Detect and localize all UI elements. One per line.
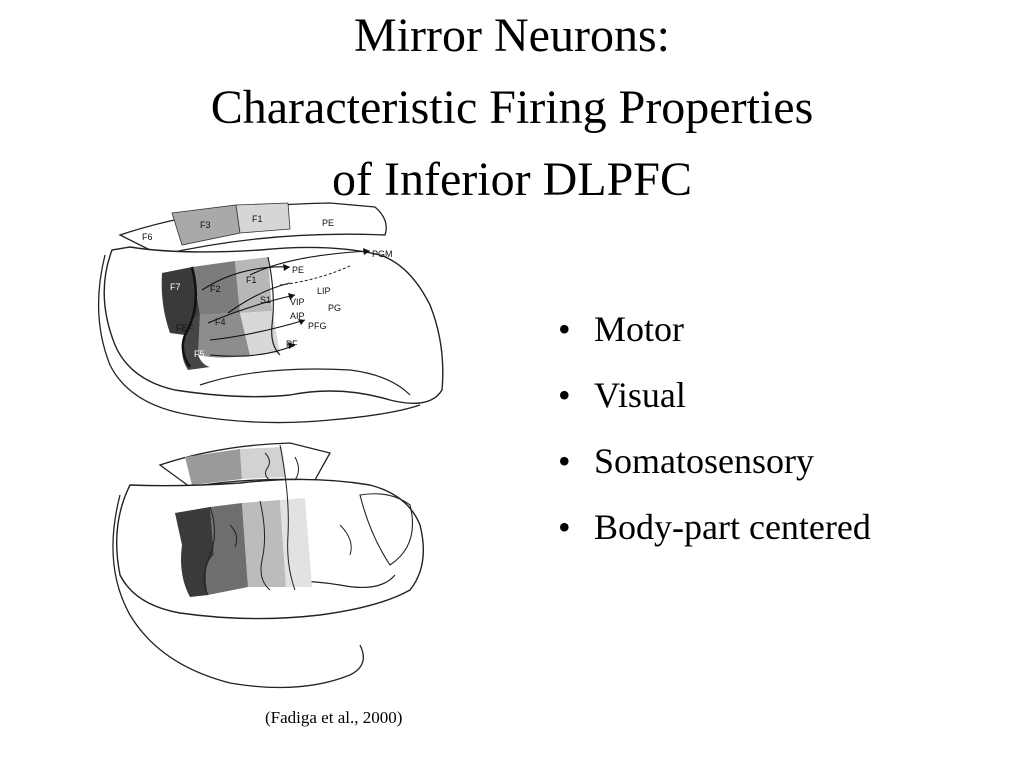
title-line-2: Characteristic Firing Properties [210,81,814,134]
area-f1-medial [235,202,291,234]
bottom-area-premotor-medium [206,503,248,595]
label-f4: F4 [215,317,226,327]
label-vip: VIP [290,297,305,307]
label-pgm: PGM [372,249,393,259]
label-aip: AIP [290,311,305,321]
label-pfg: PFG [308,321,327,331]
title-line-3: of Inferior DLPFC [332,153,692,206]
label-f6: F6 [142,232,153,242]
bullet-text: Visual [594,375,686,415]
label-pe-top: PE [322,218,334,228]
bullet-list: • Motor • Visual • Somatosensory • Body-part… [558,296,871,560]
top-brain-lateral-fissure [199,368,411,396]
bullet-marker: • [558,375,571,415]
bullet-marker: • [558,309,571,349]
label-f3: F3 [200,220,211,230]
bullet-item: • Visual [558,362,871,428]
bullet-item: • Body-part centered [558,494,871,560]
central-sulcus [267,256,281,356]
label-f1-top: F1 [252,214,263,224]
arcuate-sulcus [181,266,198,368]
label-pg: PG [328,303,341,313]
brain-diagram: F6 F3 F1 PE PGM F7 F2 F1 PE S1 LIP VIP P… [90,195,460,695]
label-f5: F5 [194,349,205,359]
label-f2: F2 [210,284,221,294]
bottom-brain-temporal-lobe [112,494,364,689]
brain-diagram-svg: F6 F3 F1 PE PGM F7 F2 F1 PE S1 LIP VIP P… [97,202,444,689]
bullet-text: Body-part centered [594,507,871,547]
bullet-text: Motor [594,309,684,349]
citation: (Fadiga et al., 2000) [265,708,403,727]
bottom-area-medial-dark [185,449,242,485]
bullet-item: • Somatosensory [558,428,871,494]
label-lip: LIP [317,286,331,296]
label-s1: S1 [260,295,271,305]
slide-title: Mirror Neurons: Characteristic Firing Pr… [0,0,1024,216]
bottom-brain-posterior-lobe [359,493,414,566]
top-brain-temporal-lobe [97,254,421,424]
connection-arrows [201,250,371,357]
area-f4 [198,313,250,358]
bullet-marker: • [558,507,571,547]
label-f7: F7 [170,282,181,292]
title-line-1: Mirror Neurons: [354,9,670,62]
label-pf: PF [286,339,298,349]
area-f2 [192,261,240,315]
bullet-item: • Motor [558,296,871,362]
bullet-text: Somatosensory [594,441,814,481]
bullet-marker: • [558,441,571,481]
area-s1 [240,311,280,355]
bottom-area-medial-light [240,447,286,479]
label-fef: FEF [176,323,194,333]
area-f7 [161,267,200,335]
bottom-brain-sulci [203,444,352,596]
label-f1: F1 [246,275,257,285]
label-pe: PE [292,265,304,275]
arrow-heads [283,248,370,349]
